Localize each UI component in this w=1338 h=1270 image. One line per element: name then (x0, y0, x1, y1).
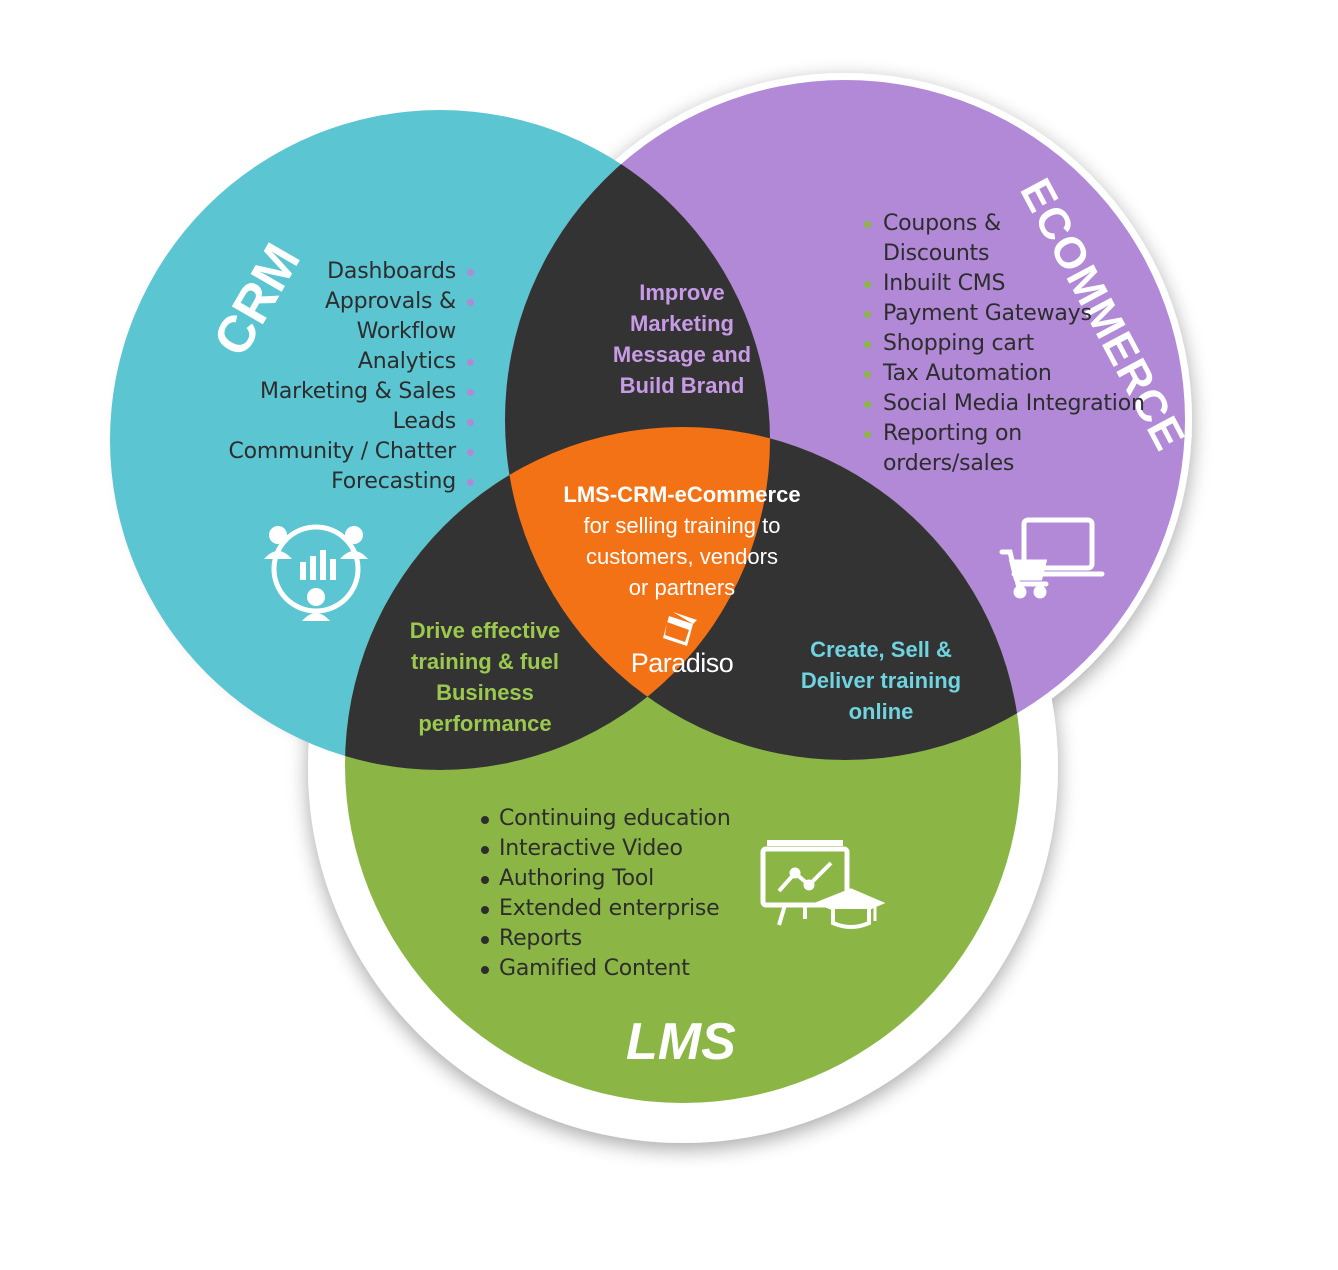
overlap-line: Improve (639, 280, 725, 305)
overlap-line: Deliver training (800, 668, 962, 693)
ecommerce-feature-list: Coupons & Discounts Inbuilt CMS Payment … (864, 209, 1153, 479)
overlap-line: online (848, 699, 914, 724)
ecommerce-item: Reporting on (864, 419, 1153, 449)
center-title: LMS-CRM-eCommerce (563, 482, 801, 507)
crm-item: Leads (200, 407, 474, 437)
crm-item: Community / Chatter (200, 437, 474, 467)
paradiso-logo-text: Paradiso (630, 648, 734, 678)
overlap-line: Business (436, 680, 534, 705)
crm-item: Marketing & Sales (200, 377, 474, 407)
lms-feature-list: Continuing education Interactive Video A… (481, 804, 799, 984)
crm-item: Forecasting (200, 467, 474, 497)
presentation-board-graduation-icon (760, 840, 886, 929)
center-text: LMS-CRM-eCommerce for selling training t… (542, 479, 822, 603)
overlap-line: Message and (612, 342, 752, 367)
users-chart-icon (264, 524, 368, 621)
lms-item: Extended enterprise (481, 894, 799, 924)
lms-item: Gamified Content (481, 954, 799, 984)
overlap-line: Drive effective (409, 618, 561, 643)
lms-title: LMS (626, 1013, 736, 1071)
ecommerce-item: Social Media Integration (864, 389, 1153, 419)
ecommerce-item: Inbuilt CMS (864, 269, 1153, 299)
crm-feature-list: Dashboards Approvals & Workflow Analytic… (200, 257, 474, 497)
ecommerce-item: Discounts (883, 241, 990, 266)
overlap-line: Create, Sell & (810, 637, 952, 662)
overlap-line: training & fuel (411, 649, 559, 674)
paradiso-logo-icon (663, 612, 697, 646)
crm-item: Workflow (356, 319, 457, 344)
crm-item: Analytics (200, 347, 474, 377)
lms-item: Reports (481, 924, 799, 954)
center-line: customers, vendors (586, 544, 778, 569)
ecommerce-item: Coupons & (864, 209, 1153, 239)
overlap-crm-lms-text: Drive effective training & fuel Business… (374, 615, 596, 739)
lms-item: Interactive Video (481, 834, 799, 864)
crm-item: Dashboards (200, 257, 474, 287)
overlap-line: Marketing (630, 311, 734, 336)
ecommerce-item: Tax Automation (864, 359, 1153, 389)
laptop-cart-icon (999, 517, 1105, 599)
center-line: or partners (628, 575, 736, 600)
overlap-crm-ecommerce-text: Improve Marketing Message and Build Bran… (572, 277, 792, 401)
overlap-ecommerce-lms-text: Create, Sell & Deliver training online (770, 634, 992, 727)
center-line: for selling training to (583, 513, 781, 538)
ecommerce-item: Shopping cart (864, 329, 1153, 359)
overlap-line: Build Brand (619, 373, 745, 398)
ecommerce-item: Payment Gateways (864, 299, 1153, 329)
lms-item: Authoring Tool (481, 864, 799, 894)
crm-item: Approvals & (200, 287, 474, 317)
lms-item: Continuing education (481, 804, 799, 834)
overlap-line: performance (418, 711, 552, 736)
ecommerce-item: orders/sales (883, 451, 1015, 476)
